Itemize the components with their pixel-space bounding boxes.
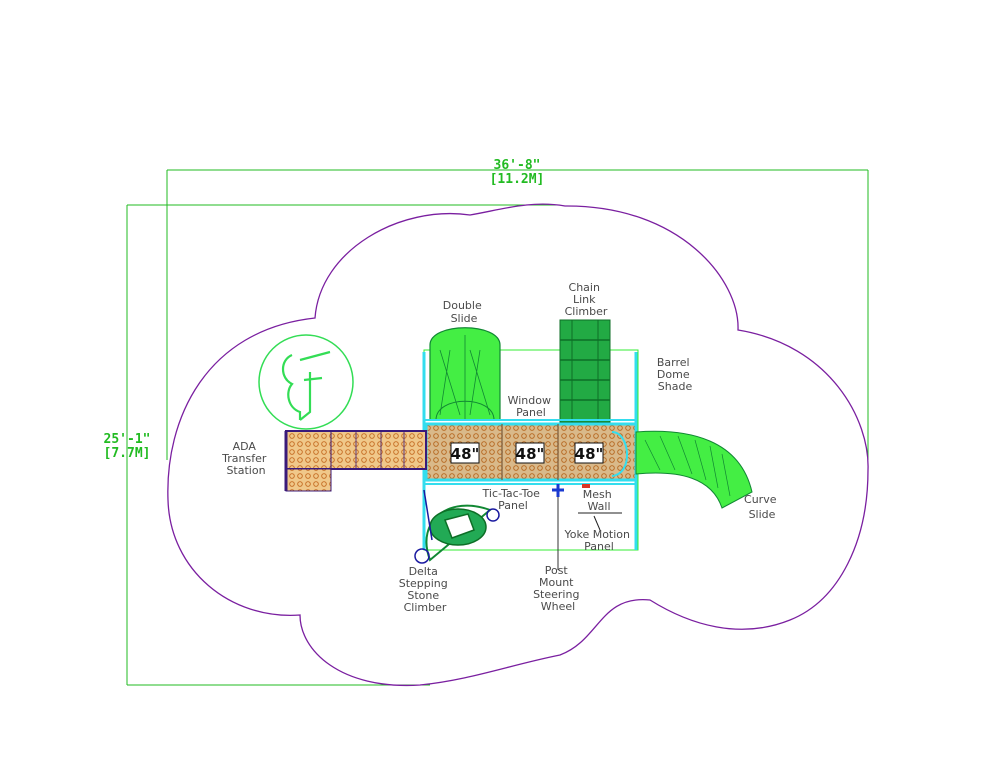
chain-link-climber-label: Chain Link Climber [565, 281, 608, 318]
double-slide [429, 327, 501, 421]
delta-stepping-stone-climber-label: Delta Stepping Stone Climber [399, 565, 452, 614]
window-panel-label: Window Panel [508, 394, 555, 419]
brand-logo [258, 334, 354, 430]
post-mount-steering-wheel-label: Post Mount Steering Wheel [533, 564, 583, 613]
svg-text:48": 48" [516, 445, 545, 463]
curve-slide-label: Curve Slide [744, 493, 780, 521]
depth-m-label: [7.7M] [104, 446, 151, 461]
svg-text:48": 48" [451, 445, 480, 463]
width-m-label: [11.2M] [490, 172, 545, 187]
width-dimension: 36'-8" [11.2M] [166, 158, 869, 460]
depth-ft-label: 25'-1" [104, 432, 151, 447]
delta-stepping-stone-climber [414, 489, 500, 564]
double-slide-label: Double Slide [443, 299, 485, 325]
deck-height-3: 48" [574, 442, 604, 464]
use-zone-boundary [167, 203, 869, 687]
post-mount-steering-wheel [552, 484, 564, 570]
barrel-dome-shade-label: Barrel Dome Shade [657, 356, 693, 393]
chain-link-climber [559, 319, 611, 423]
depth-dimension: 25'-1" [7.7M] [104, 204, 560, 686]
tic-tac-toe-panel-label: Tic-Tac-Toe Panel [482, 487, 544, 512]
width-ft-label: 36'-8" [494, 158, 541, 173]
ada-transfer-station [284, 430, 427, 492]
svg-text:48": 48" [575, 445, 604, 463]
ada-transfer-station-label: ADA Transfer Station [221, 440, 270, 477]
mesh-wall-label: Mesh Wall [583, 488, 615, 513]
yoke-motion-panel [578, 484, 622, 531]
yoke-motion-panel-label: Yoke Motion Panel [563, 528, 633, 553]
deck-height-2: 48" [515, 442, 545, 464]
deck-height-1: 48" [450, 442, 480, 464]
curve-slide [611, 430, 753, 509]
